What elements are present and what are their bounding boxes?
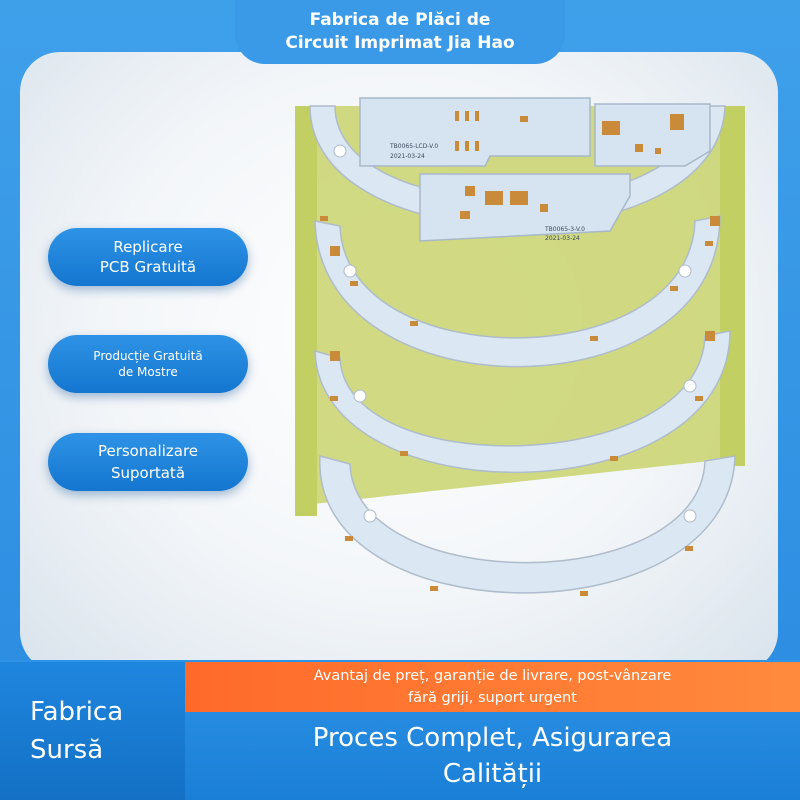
pcb-control-board-pads: [460, 186, 548, 219]
quality-line1: Proces Complet, Asigurarea: [312, 723, 673, 753]
pcb-lcd-board-pads: [455, 111, 528, 151]
source-factory-label: Fabrica Sursă: [0, 662, 185, 800]
pcb-small-board-pads: [602, 114, 684, 154]
advantages-line2: fără griji, suport urgent: [408, 690, 577, 706]
feature-free-sample-production: Producție Gratuită de Mostre: [48, 335, 248, 393]
pcb-panel-right-rail: [720, 106, 745, 466]
pcb-copper-pads: [320, 216, 720, 596]
factory-title-line2: Circuit Imprimat Jia Hao: [285, 33, 515, 53]
feature-line2: PCB Gratuită: [99, 258, 197, 276]
feature-line2: de Mostre: [118, 365, 178, 379]
pcb-panel-left-rail: [295, 106, 317, 516]
pcb-arc-board-3: [314, 330, 731, 473]
pcb-board2-date: 2021-03-24: [545, 235, 580, 242]
advantages-banner: Avantaj de preț, garanție de livrare, po…: [185, 662, 800, 712]
advantages-line1: Avantaj de preț, garanție de livrare, po…: [313, 668, 672, 684]
quality-line2: Calității: [442, 759, 543, 789]
pcb-board2-code: TB0065-3-V.0: [544, 226, 585, 233]
source-factory-line2: Sursă: [30, 735, 104, 765]
source-factory-line1: Fabrica: [30, 697, 124, 727]
pcb-arc-board-4: [319, 455, 736, 594]
factory-title-line1: Fabrica de Plăci de: [309, 10, 491, 30]
pcb-control-board: [419, 173, 631, 242]
pcb-board1-code: TB0065-LCD-V.0: [389, 143, 438, 150]
feature-line1: Personalizare: [97, 442, 199, 460]
factory-title: Fabrica de Plăci de Circuit Imprimat Jia…: [235, 0, 565, 64]
pcb-lcd-board: [359, 97, 591, 167]
feature-line1: Replicare: [113, 238, 183, 256]
pcb-boards-illustration: TB0065-LCD-V.0 2021-03-24 TB0065-3-V.0 2…: [295, 97, 745, 596]
feature-customization-supported: Personalizare Suportată: [48, 433, 248, 491]
feature-line1: Producție Gratuită: [93, 349, 203, 363]
feature-free-pcb-replication: Replicare PCB Gratuită: [48, 228, 248, 286]
feature-line2: Suportată: [110, 464, 186, 482]
quality-assurance-heading: Proces Complet, Asigurarea Calității: [185, 712, 800, 800]
pcb-board1-date: 2021-03-24: [390, 153, 425, 160]
pcb-product-image: TB0065-LCD-V.0 2021-03-24 TB0065-3-V.0 2…: [290, 96, 750, 626]
